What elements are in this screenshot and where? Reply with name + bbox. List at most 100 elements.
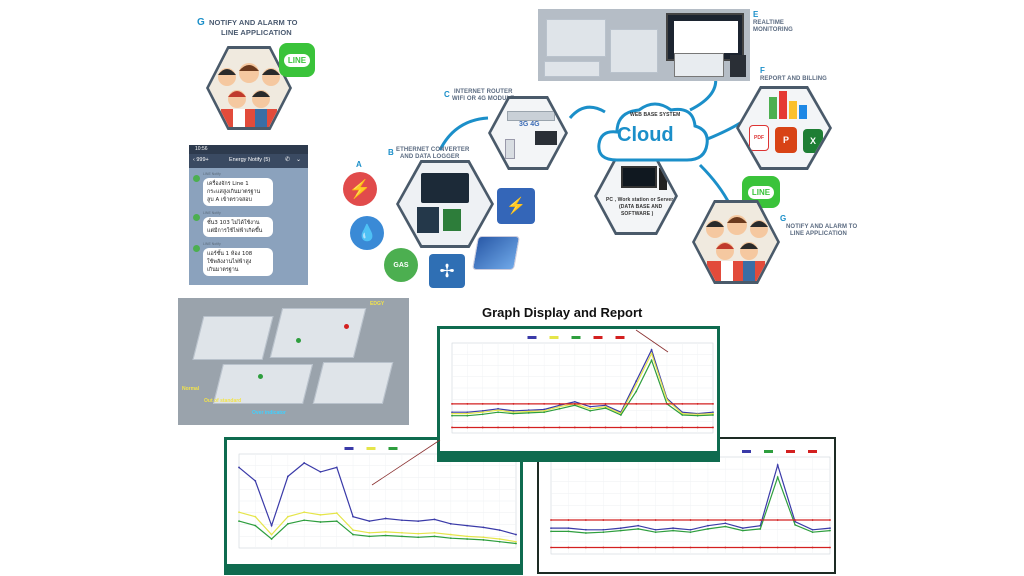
status-dot-alert <box>344 324 349 329</box>
excel-icon: X <box>803 129 823 153</box>
data-point <box>712 411 714 414</box>
report-icons: PDF P X <box>739 89 829 167</box>
data-point <box>584 519 587 521</box>
caption-c-line1: INTERNET ROUTER <box>454 89 513 95</box>
chat-back-button[interactable]: ‹ 999+ <box>193 157 209 163</box>
data-point <box>482 539 485 541</box>
data-point <box>466 524 469 527</box>
data-point <box>794 519 797 521</box>
data-point <box>829 546 831 549</box>
data-point <box>619 426 622 429</box>
caption-e-line2: MONITORING <box>753 27 793 33</box>
data-point <box>498 538 501 540</box>
data-point <box>635 403 638 405</box>
caption-e-line1: REALTIME <box>753 20 785 26</box>
data-point <box>512 426 515 429</box>
data-point <box>512 411 515 414</box>
msg3-line1: แอร์ชั้น 1 ห้อง 108 <box>207 251 253 257</box>
data-point <box>654 531 657 534</box>
data-point <box>286 522 289 525</box>
legend-swatch <box>593 336 603 339</box>
data-point <box>527 409 530 412</box>
chat-sender: LINE Notify <box>203 211 221 215</box>
data-point <box>604 405 607 408</box>
data-point <box>666 403 668 405</box>
data-point <box>759 528 762 530</box>
data-point <box>724 519 727 521</box>
notify-letter: G <box>197 17 205 28</box>
notify-title-line1: NOTIFY AND ALARM TO <box>209 18 298 27</box>
series-line <box>238 462 517 536</box>
data-point <box>666 426 668 429</box>
legend-swatch <box>344 447 354 450</box>
data-point <box>741 546 744 549</box>
data-point <box>654 528 657 531</box>
data-point <box>401 535 403 538</box>
data-point <box>604 404 607 407</box>
data-point <box>384 530 387 533</box>
arrow-logger-to-router <box>438 116 489 151</box>
data-point <box>567 527 570 530</box>
msg3-line3: เกินมาตรฐาน <box>207 267 239 274</box>
data-point <box>497 403 499 405</box>
data-point <box>286 515 289 518</box>
caption-c-line2: WIFI OR 4G MODULE <box>452 96 515 102</box>
data-point <box>829 529 831 532</box>
data-point <box>319 471 322 473</box>
data-point <box>604 407 607 409</box>
tablet <box>730 55 746 77</box>
cloud-caption: WEB BASE SYSTEM <box>630 112 681 118</box>
legend-swatch <box>388 447 398 450</box>
data-point <box>589 426 592 429</box>
label-b: B <box>388 148 394 157</box>
data-point <box>512 403 515 405</box>
label-e: E <box>753 10 759 19</box>
data-point <box>451 414 453 417</box>
data-point <box>352 529 354 531</box>
data-point <box>724 522 727 525</box>
data-point <box>368 531 371 534</box>
pc-hex: PC , Work station or Server (DATA BASE A… <box>594 157 678 235</box>
chat-header: ‹ 999+ Energy Notify (5) ✆ ⌄ <box>189 154 308 168</box>
data-point <box>466 412 469 415</box>
series-line <box>238 519 517 545</box>
data-point <box>449 537 452 540</box>
laptop <box>674 53 724 77</box>
data-logger-device <box>399 163 491 245</box>
data-point <box>558 404 561 407</box>
data-point <box>589 407 592 410</box>
cloud-label: Cloud <box>617 124 674 146</box>
data-point <box>573 403 576 405</box>
data-point <box>712 414 714 416</box>
chat-call-icon[interactable]: ✆ <box>285 157 291 163</box>
powerpoint-icon: P <box>775 127 797 153</box>
data-point <box>589 405 592 408</box>
data-point <box>515 542 517 545</box>
data-point <box>335 520 338 523</box>
legend-swatch <box>527 336 537 339</box>
data-point <box>238 520 240 523</box>
data-point <box>527 403 530 405</box>
data-point <box>829 527 831 530</box>
data-point <box>466 426 469 429</box>
data-point <box>384 517 387 520</box>
data-point <box>515 533 517 536</box>
data-logger-hex <box>396 160 494 248</box>
chat-menu-chevron-icon[interactable]: ⌄ <box>296 157 302 163</box>
router-badge: 3G 4G <box>519 121 540 128</box>
data-point <box>707 546 709 549</box>
data-point <box>589 409 592 412</box>
data-point <box>254 524 257 527</box>
data-point <box>481 413 484 416</box>
data-point <box>672 546 674 549</box>
data-point <box>602 546 605 549</box>
chart-frame-top <box>437 326 720 462</box>
data-point <box>650 359 653 362</box>
data-point <box>449 533 452 536</box>
data-point <box>672 527 674 530</box>
legend-swatch <box>742 450 751 453</box>
pc-device: PC , Work station or Server (DATA BASE A… <box>597 160 675 232</box>
data-point <box>481 403 484 405</box>
gas-icon: GAS <box>384 248 418 282</box>
data-point <box>270 533 273 536</box>
